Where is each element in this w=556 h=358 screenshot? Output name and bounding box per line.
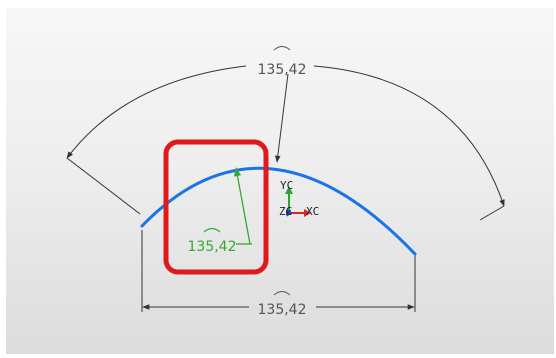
arc-length-dimension[interactable]: 135,42 (66, 46, 505, 221)
x-axis-arrow-icon (304, 209, 311, 217)
sketch-arc[interactable] (140, 166, 417, 256)
arc-dim-left-arc (66, 65, 247, 159)
sketch-canvas[interactable]: 135,42 135,42 135,42 YC (6, 8, 554, 354)
chord-dim-value: 135,42 (258, 302, 307, 318)
sketch-dim-value: 135,42 (188, 239, 237, 255)
arc-dim-right-extension (479, 205, 505, 221)
graphics-viewport[interactable]: 135,42 135,42 135,42 YC (6, 8, 554, 354)
z-axis-label: ZC (279, 205, 292, 218)
sketch-dim-leader (233, 167, 251, 245)
arc-dim-right-arc (313, 65, 505, 207)
highlight-box (163, 139, 269, 275)
chord-dimension[interactable]: 135,42 (141, 230, 416, 318)
arc-dim-leader (275, 73, 289, 163)
sketch-arc-symbol (203, 227, 221, 233)
x-axis-label: XC (306, 205, 319, 218)
chord-arc-symbol (273, 291, 291, 296)
sketch-arc-dimension[interactable]: 135,42 (188, 167, 253, 255)
arc-dim-left-extension (66, 157, 141, 215)
arc-dim-value: 135,42 (258, 62, 307, 78)
y-axis-label: YC (280, 179, 293, 192)
wcs-triad: YC ZC XC (279, 179, 319, 218)
y-axis-arrow-icon (285, 186, 293, 194)
origin-marker (286, 210, 291, 215)
arc-symbol (273, 46, 291, 51)
